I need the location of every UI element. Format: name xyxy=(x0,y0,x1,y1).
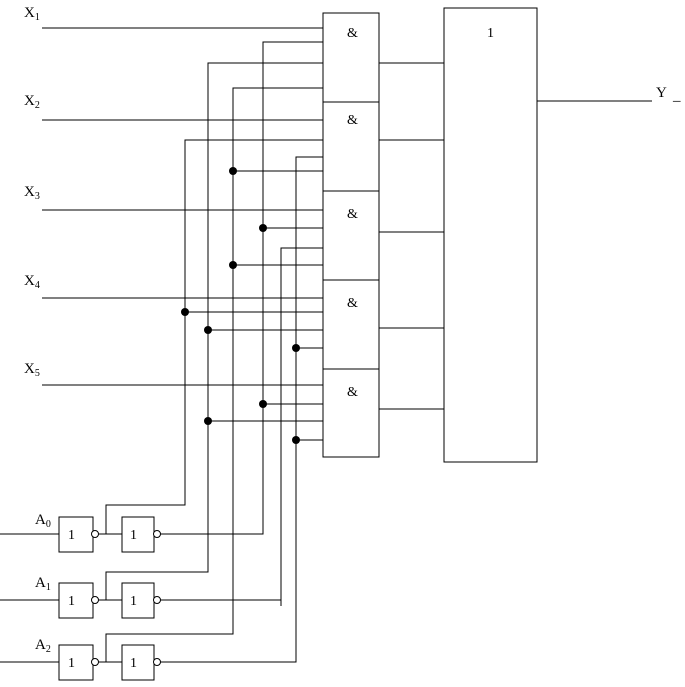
and-gate-3-symbol: & xyxy=(347,207,358,222)
wiring xyxy=(0,27,652,663)
inverter-bubble xyxy=(153,596,161,604)
wire-a2-inverted xyxy=(105,87,323,662)
and-gate-5-symbol: & xyxy=(347,385,358,400)
label-y-bar: _ xyxy=(672,88,681,104)
inverter-a1-1-symbol: 1 xyxy=(68,594,75,609)
inverter-bubble xyxy=(91,530,99,538)
junction-dot xyxy=(229,261,237,269)
label-x2: X2 xyxy=(24,93,40,111)
wire-a0-inverted xyxy=(105,139,323,534)
label-x1: X1 xyxy=(24,5,40,23)
inverter-bubble xyxy=(91,596,99,604)
inverters xyxy=(58,516,161,681)
junction-dot xyxy=(229,167,237,175)
inverter-a1-2-symbol: 1 xyxy=(130,594,137,609)
and-gate-4-symbol: & xyxy=(347,296,358,311)
and-gate-1-symbol: & xyxy=(347,26,358,41)
inverter-a0-1-symbol: 1 xyxy=(68,528,75,543)
or-gate-symbol: 1 xyxy=(487,26,494,41)
junction-dot xyxy=(181,308,189,316)
and-gate-2-symbol: & xyxy=(347,113,358,128)
inverter-a0-2 xyxy=(121,516,155,553)
junctions xyxy=(181,167,300,444)
junction-dot xyxy=(259,400,267,408)
inverter-a0-1 xyxy=(58,516,94,553)
junction-dot xyxy=(204,417,212,425)
inverter-a0-2-symbol: 1 xyxy=(130,528,137,543)
label-x5: X5 xyxy=(24,361,40,379)
inverter-a2-1 xyxy=(58,644,94,681)
label-a1: A1 xyxy=(35,575,51,593)
inverter-a1-1 xyxy=(58,582,94,619)
wire-a1-direct xyxy=(160,247,323,601)
label-a0: A0 xyxy=(35,512,51,530)
junction-dot xyxy=(204,326,212,334)
label-x3: X3 xyxy=(24,184,40,202)
junction-dot xyxy=(292,344,300,352)
wire-a2-direct xyxy=(160,156,323,663)
inverter-a2-2 xyxy=(121,644,155,681)
junction-dot xyxy=(292,436,300,444)
and-gate-stack xyxy=(322,12,380,458)
and-gate-column xyxy=(322,12,380,458)
wire-a0-direct xyxy=(160,41,323,535)
or-gate xyxy=(443,7,538,463)
junction-dot xyxy=(259,224,267,232)
inverter-a1-2 xyxy=(121,582,155,619)
label-y: Y xyxy=(656,85,667,101)
label-a2: A2 xyxy=(35,637,51,655)
inverter-bubble xyxy=(153,530,161,538)
inverter-a2-1-symbol: 1 xyxy=(68,656,75,671)
label-x4: X4 xyxy=(24,273,40,291)
wire-a1-inverted xyxy=(105,62,323,600)
inverter-a2-2-symbol: 1 xyxy=(130,656,137,671)
inverter-bubble xyxy=(153,658,161,666)
inverter-bubble xyxy=(91,658,99,666)
